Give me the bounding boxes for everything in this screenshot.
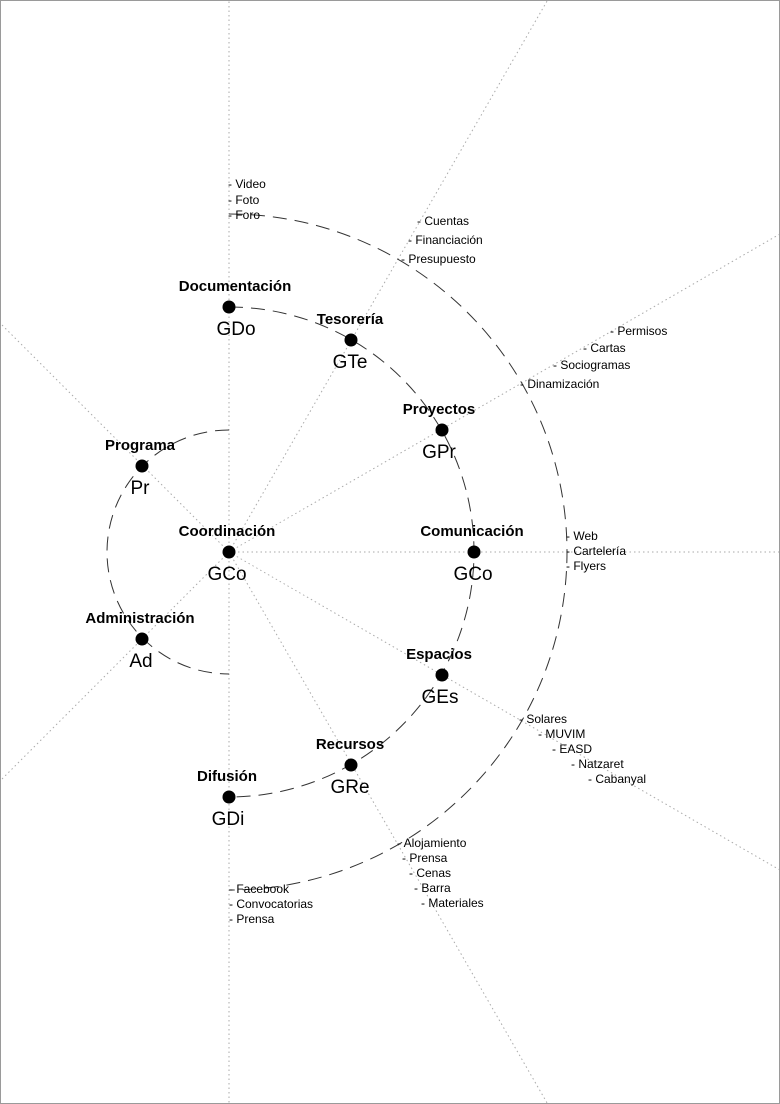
list-item: - Cartas [583,341,626,355]
node-title-difusion: Difusión [197,768,257,785]
list-item: - Solares [519,712,568,726]
list-item: - Cartelería [566,544,627,558]
node-dot-documentacion [222,300,236,314]
node-code-proyectos: GPr [422,442,456,463]
left-arc [106,429,230,675]
list-item: - Foro [228,208,261,222]
list-item: - Cenas [409,866,452,880]
node-title-proyectos: Proyectos [402,401,476,418]
list-item: - Materiales [421,896,484,910]
radial-guide-line [1,551,230,781]
outer-arc [228,213,568,891]
list-item: - Natzaret [571,757,624,771]
node-dot-comunicacion [467,545,481,559]
node-title-tesoreria: Tesorería [316,311,384,328]
node-code-recursos: GRe [330,777,370,798]
list-item: - Dinamización [520,377,600,391]
node-title-administracion: Administración [85,610,195,627]
list-item: - Web [566,529,598,543]
node-dot-programa [135,459,149,473]
list-difusion: - Facebook - Convocatorias - Prensa [229,882,313,927]
list-documentacion: - Video - Foto - Foro [228,177,266,224]
list-item: - Flyers [566,559,606,573]
node-code-coordinacion: GCo [207,564,247,585]
list-item: - Sociogramas [553,358,631,372]
list-item: - Foto [228,192,260,207]
node-code-comunicacion: GCo [453,564,493,585]
list-item: - EASD [552,742,593,756]
node-dot-recursos [344,758,358,772]
radial-guide-line [228,551,548,1103]
node-code-espacios: GEs [421,687,459,708]
list-item: - MUVIM [538,727,586,741]
node-code-administracion: Ad [129,651,153,672]
radial-guide-line [228,1,548,553]
list-recursos: - Alojamiento - Prensa - Cenas - Barra -… [397,836,484,911]
list-item: - Presupuesto [401,252,476,266]
list-item: - Prensa [229,912,275,926]
node-code-tesoreria: GTe [332,352,368,373]
list-item: - Financiación [408,233,483,247]
node-code-documentacion: GDo [216,319,256,340]
list-tesoreria: - Cuentas - Financiación - Presupuesto [401,212,483,269]
node-title-documentacion: Documentación [178,278,292,295]
list-item: - Video [228,177,266,191]
list-item: - Barra [414,881,451,895]
node-title-recursos: Recursos [315,736,385,753]
node-title-espacios: Espacios [406,646,472,663]
node-dot-difusion [222,790,236,804]
list-item: - Permisos [610,324,668,338]
node-title-coordinacion: Coordinación [178,523,276,540]
node-code-programa: Pr [130,478,150,499]
node-dot-espacios [435,668,449,682]
list-item: - Cabanyal [588,772,647,786]
list-item: - Convocatorias [229,897,314,911]
node-dot-administracion [135,632,149,646]
radial-guide-line [228,551,779,870]
node-title-programa: Programa [104,437,176,454]
node-dot-coordinacion [222,545,236,559]
list-item: - Alojamiento [397,836,467,850]
node-dot-tesoreria [344,333,358,347]
list-item: - Facebook [229,882,290,896]
node-code-difusion: GDi [211,809,245,830]
list-espacios: - Solares - MUVIM - EASD - Natzaret - Ca… [519,712,646,787]
list-item: - Prensa [402,851,448,865]
list-item: - Cuentas [417,214,470,228]
node-dot-proyectos [435,423,449,437]
list-proyectos: - Permisos - Cartas - Sociogramas - Dina… [520,323,667,393]
node-title-comunicacion: Comunicación [420,523,524,540]
radial-guide-line [228,234,779,553]
list-comunicacion: - Web - Cartelería - Flyers [566,529,626,574]
